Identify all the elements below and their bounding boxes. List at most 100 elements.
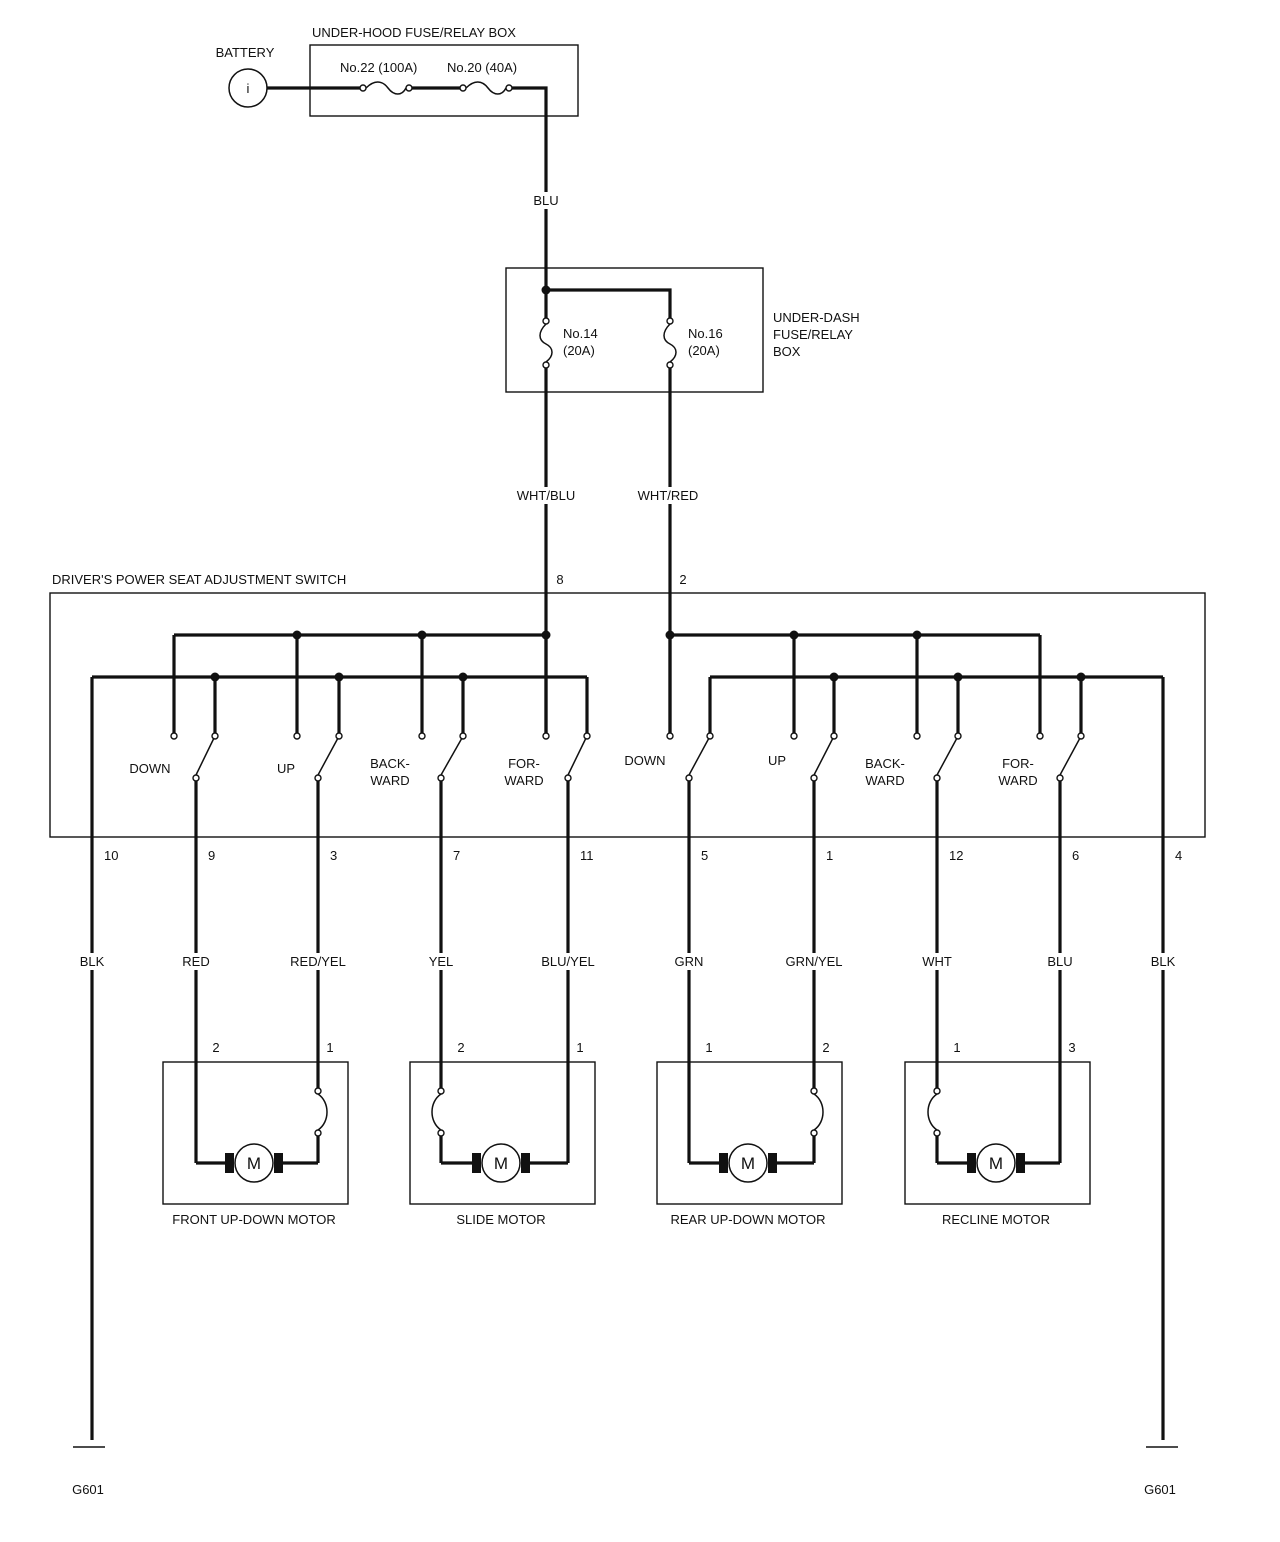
underdash-title-1: UNDER-DASH	[773, 310, 860, 325]
switch-label: FOR-	[508, 756, 540, 771]
fuse-16-label-2: (20A)	[688, 343, 720, 358]
wire-color-label: RED	[182, 954, 209, 969]
underdash-title-3: BOX	[773, 344, 801, 359]
ground-left: G601	[72, 1446, 105, 1497]
switch-label: UP	[768, 753, 786, 768]
wire-color-label: WHT	[922, 954, 952, 969]
switch-contact	[542, 635, 591, 782]
fuse-22-symbol	[359, 81, 413, 95]
switch-label: WARD	[865, 773, 904, 788]
switch-feed-wires	[544, 368, 672, 735]
motor-icon	[481, 1143, 521, 1183]
switch-contact	[790, 635, 838, 782]
switch-title: DRIVER'S POWER SEAT ADJUSTMENT SWITCH	[52, 572, 346, 587]
fuse-16-label-1: No.16	[688, 326, 723, 341]
underdash-title-2: FUSE/RELAY	[773, 327, 853, 342]
output-pin: 6	[1072, 848, 1079, 863]
switch-contact	[293, 635, 343, 782]
switch-pin-2: 2	[679, 572, 686, 587]
motor-name: SLIDE MOTOR	[456, 1212, 545, 1227]
motor-icon	[234, 1143, 274, 1183]
wire-color-label: BLU	[1047, 954, 1072, 969]
battery-feed-wire	[267, 86, 548, 290]
switch-contact	[170, 635, 219, 782]
switch-label: BACK-	[865, 756, 905, 771]
switch-pin-8: 8	[556, 572, 563, 587]
motor-symbol: M	[741, 1154, 755, 1173]
wire-label-blu-top: BLU	[533, 193, 558, 208]
switch-label: UP	[277, 761, 295, 776]
output-pin: 9	[208, 848, 215, 863]
motor-pin-right: 1	[326, 1040, 333, 1055]
switch-label: WARD	[998, 773, 1037, 788]
ground-right-label: G601	[1144, 1482, 1176, 1497]
motor-pin-right: 3	[1068, 1040, 1075, 1055]
motor-pin-left: 2	[212, 1040, 219, 1055]
output-pin: 7	[453, 848, 460, 863]
motor-name: REAR UP-DOWN MOTOR	[670, 1212, 825, 1227]
battery-label: BATTERY	[216, 45, 275, 60]
underdash-fuse-box: UNDER-DASH FUSE/RELAY BOX No.14 (20A) No…	[505, 267, 860, 393]
ground-left-label: G601	[72, 1482, 104, 1497]
switch-label: WARD	[370, 773, 409, 788]
wire-color-label: BLU/YEL	[541, 954, 594, 969]
output-pin: 12	[949, 848, 963, 863]
motor-name: FRONT UP-DOWN MOTOR	[172, 1212, 335, 1227]
motor-pin-right: 1	[576, 1040, 583, 1055]
motor-symbol: M	[494, 1154, 508, 1173]
battery: i BATTERY	[216, 45, 275, 108]
motor-symbol: M	[989, 1154, 1003, 1173]
motor-pin-left: 1	[953, 1040, 960, 1055]
wire-label-wht-blu: WHT/BLU	[517, 488, 576, 503]
switch-label: WARD	[504, 773, 543, 788]
switch-label: DOWN	[624, 753, 665, 768]
underhood-fuse-22: No.22 (100A)	[340, 60, 417, 75]
ground-right: G601	[1144, 1446, 1178, 1497]
underhood-fuse-20: No.20 (40A)	[447, 60, 517, 75]
motor-pin-left: 1	[705, 1040, 712, 1055]
wire-color-label: GRN/YEL	[785, 954, 842, 969]
wire-color-label: YEL	[429, 954, 454, 969]
wire-color-label: BLK	[80, 954, 105, 969]
underhood-fuse-box: UNDER-HOOD FUSE/RELAY BOX No.22 (100A) N…	[309, 25, 579, 117]
motor-name: RECLINE MOTOR	[942, 1212, 1050, 1227]
fuse-14-label-2: (20A)	[563, 343, 595, 358]
seat-switch-box: DRIVER'S POWER SEAT ADJUSTMENT SWITCH 8 …	[49, 572, 1206, 838]
switch-label: FOR-	[1002, 756, 1034, 771]
wire-color-label: BLK	[1151, 954, 1176, 969]
switch-contact	[418, 635, 467, 782]
wire-color-label: GRN	[675, 954, 704, 969]
output-pin: 5	[701, 848, 708, 863]
battery-symbol: i	[247, 81, 250, 96]
switch-contact	[666, 635, 714, 782]
motor-icon	[728, 1143, 768, 1183]
underhood-title: UNDER-HOOD FUSE/RELAY BOX	[312, 25, 516, 40]
motor-pin-left: 2	[457, 1040, 464, 1055]
output-pin: 1	[826, 848, 833, 863]
switch-contact	[913, 635, 962, 782]
switch-label: DOWN	[129, 761, 170, 776]
switch-contact	[1036, 635, 1085, 782]
wire-label-wht-red: WHT/RED	[638, 488, 699, 503]
motor-pin-right: 2	[822, 1040, 829, 1055]
switch-label: BACK-	[370, 756, 410, 771]
motor-icon	[976, 1143, 1016, 1183]
output-pin: 3	[330, 848, 337, 863]
motor-symbol: M	[247, 1154, 261, 1173]
fuse-20-symbol	[459, 81, 513, 95]
